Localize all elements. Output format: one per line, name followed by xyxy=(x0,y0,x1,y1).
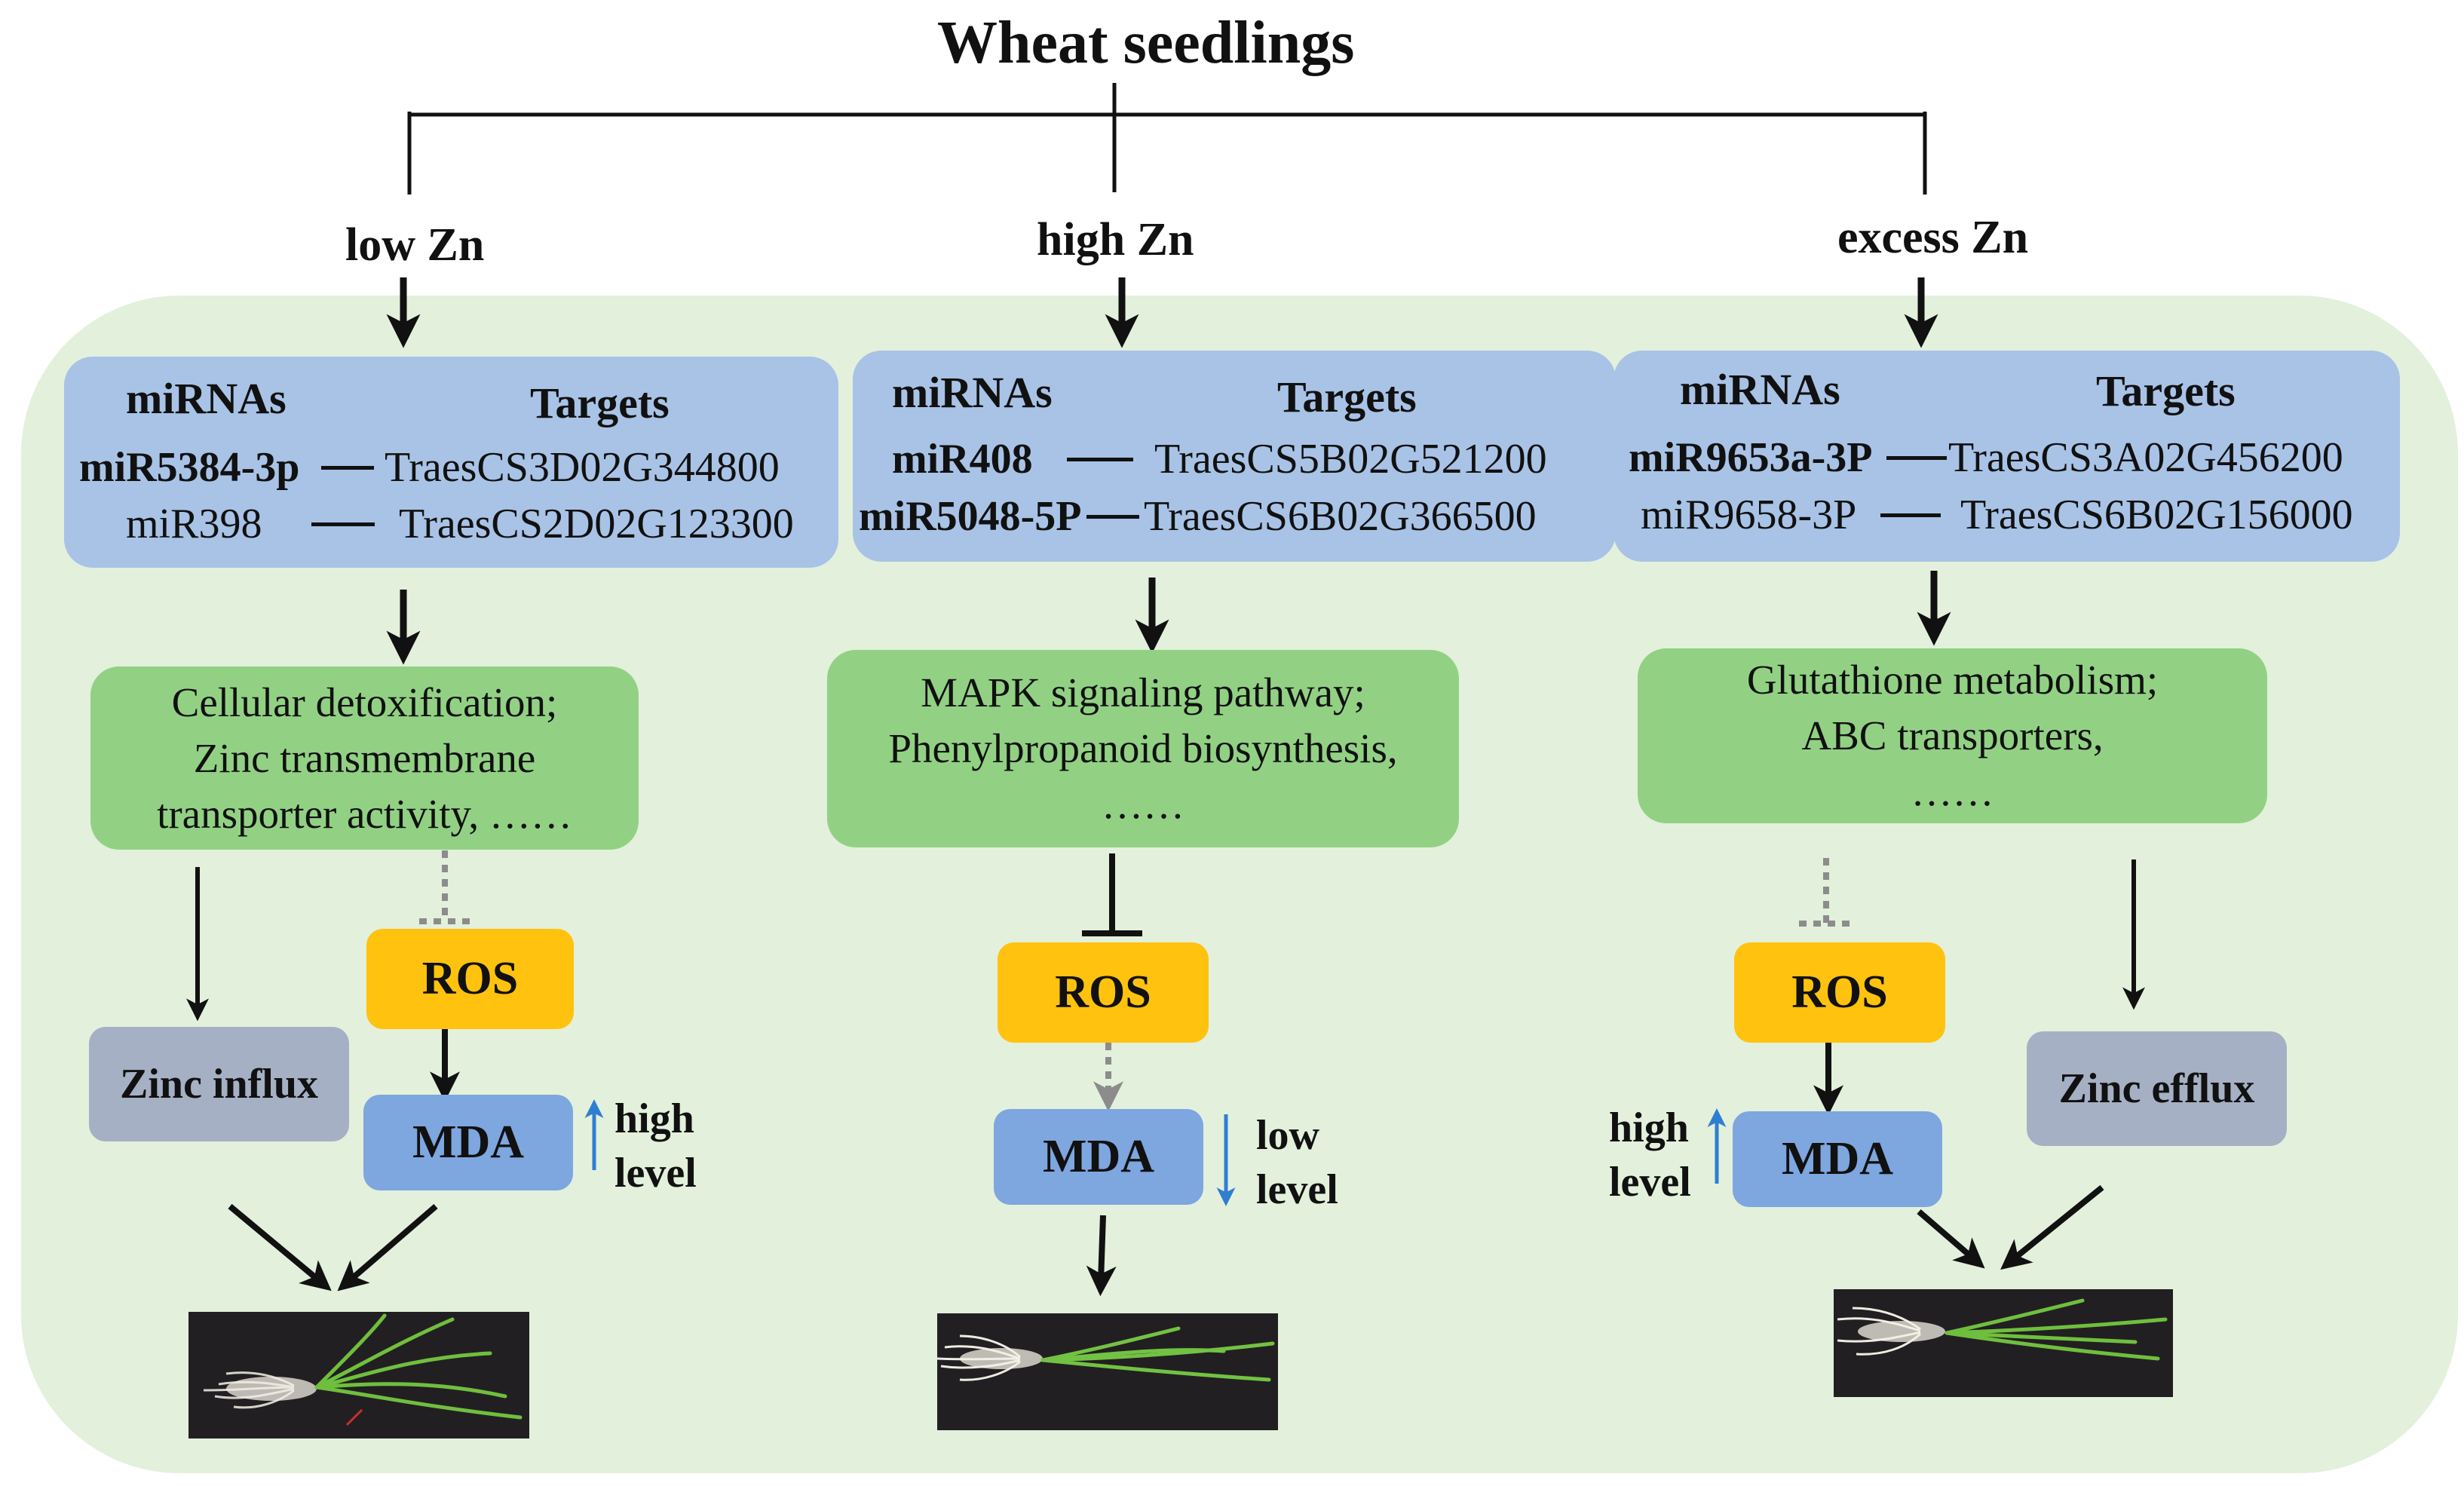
dotted-connector-excess xyxy=(1799,858,1853,927)
level-word: low xyxy=(1256,1112,1319,1159)
top-bracket xyxy=(407,83,1927,195)
mirna-name: miR5384-3p xyxy=(79,444,300,491)
arrow-zinc-influx-to-photo xyxy=(228,1203,332,1291)
level-word: high xyxy=(614,1095,694,1142)
arrow-mda-to-photo-low xyxy=(337,1203,438,1291)
pathway-line: Phenylpropanoid biosynthesis, xyxy=(888,725,1398,771)
condition-high-zn: high Zn xyxy=(1037,214,1194,265)
seedling-photo-low-zn xyxy=(188,1312,529,1439)
mirna-pair-row: miR398 TraesCS2D02G123300 xyxy=(126,500,794,548)
mirna-pair-row: miR5048-5P TraesCS6B02G366500 xyxy=(859,492,1537,541)
targets-header: Targets xyxy=(2096,366,2236,415)
pathway-line: Zinc transmembrane xyxy=(193,734,536,781)
pathway-line: …… xyxy=(1102,781,1184,827)
level-suffix: level xyxy=(614,1150,697,1196)
pair-connector xyxy=(1086,514,1139,519)
mirna-name: miR408 xyxy=(892,436,1033,483)
target-gene: TraesCS3D02G344800 xyxy=(385,444,780,491)
pair-connector xyxy=(1880,513,1941,517)
seedling-illustration xyxy=(203,1313,523,1426)
pathway-line: Cellular detoxification; xyxy=(171,679,558,725)
ros-box-high-zn: ROS xyxy=(998,942,1209,1043)
arrow-mda-to-photo-excess xyxy=(1917,1209,1985,1269)
mirnas-header: miRNAs xyxy=(126,374,287,423)
targets-header: Targets xyxy=(1277,372,1417,421)
pathway-line: …… xyxy=(1911,768,1994,814)
zinc-efflux-box: Zinc efflux xyxy=(2027,1031,2287,1146)
mirna-box-high-zn: miRNAs Targets miR408 TraesCS5B02G521200… xyxy=(853,351,1616,562)
pathway-box-excess-zn: Glutathione metabolism; ABC transporters… xyxy=(1638,648,2267,823)
mirnas-header: miRNAs xyxy=(1680,365,1840,414)
mirna-name: miR5048-5P xyxy=(859,493,1082,540)
dotted-connector-low xyxy=(419,850,470,924)
pathway-box-high-zn: MAPK signaling pathway; Phenylpropanoid … xyxy=(827,650,1459,847)
mirnas-header: miRNAs xyxy=(892,368,1053,417)
pathway-line: ABC transporters, xyxy=(1801,712,2104,758)
mda-box-high-zn: MDA xyxy=(994,1109,1203,1205)
condition-low-zn: low Zn xyxy=(345,219,485,271)
mirna-name: miR9653a-3P xyxy=(1629,434,1873,481)
pair-connector xyxy=(1886,455,1947,460)
level-word: high xyxy=(1609,1105,1689,1151)
target-gene: TraesCS6B02G156000 xyxy=(1960,492,2353,538)
mirna-pair-row: miR9653a-3P TraesCS3A02G456200 xyxy=(1629,434,2343,482)
arrow-mda-to-photo-high xyxy=(1086,1215,1117,1297)
condition-excess-zn: excess Zn xyxy=(1837,212,2029,263)
level-suffix: level xyxy=(1256,1166,1338,1213)
inhibition-connector-high xyxy=(1082,853,1142,936)
mirna-pair-row: miR9658-3P TraesCS6B02G156000 xyxy=(1641,491,2353,539)
pathway-box-low-zn: Cellular detoxification; Zinc transmembr… xyxy=(90,666,639,850)
mda-box-excess-zn: MDA xyxy=(1733,1111,1942,1207)
seedling-photo-excess-zn xyxy=(1834,1289,2173,1397)
pair-connector xyxy=(1067,457,1133,461)
level-label-low-zn: high level xyxy=(614,1092,697,1200)
arrow-zinc-efflux-to-photo xyxy=(2000,1184,2104,1270)
mda-box-low-zn: MDA xyxy=(363,1095,573,1190)
seedling-illustration xyxy=(1837,1298,2168,1361)
mirna-pair-row: miR408 TraesCS5B02G521200 xyxy=(892,435,1547,483)
mirna-pair-row: miR5384-3p TraesCS3D02G344800 xyxy=(79,443,780,492)
mirna-name: miR398 xyxy=(126,501,262,547)
level-label-excess-zn: high level xyxy=(1609,1101,1691,1209)
mirna-box-excess-zn: miRNAs Targets miR9653a-3P TraesCS3A02G4… xyxy=(1614,351,2400,562)
target-gene: TraesCS5B02G521200 xyxy=(1154,436,1547,483)
seedling-photo-high-zn xyxy=(937,1313,1278,1430)
pathway-line: transporter activity, …… xyxy=(157,790,572,837)
mirna-name: miR9658-3P xyxy=(1641,492,1857,538)
pathway-line: MAPK signaling pathway; xyxy=(921,669,1365,715)
mirna-box-low-zn: miRNAs Targets miR5384-3p TraesCS3D02G34… xyxy=(64,357,838,568)
pathway-line: Glutathione metabolism; xyxy=(1746,657,2159,703)
target-gene: TraesCS3A02G456200 xyxy=(1948,434,2343,481)
ros-box-excess-zn: ROS xyxy=(1734,942,1945,1043)
target-gene: TraesCS2D02G123300 xyxy=(399,501,794,547)
ros-box-low-zn: ROS xyxy=(366,929,574,1029)
level-label-high-zn: low level xyxy=(1256,1108,1338,1217)
level-suffix: level xyxy=(1609,1159,1691,1206)
target-gene: TraesCS6B02G366500 xyxy=(1144,493,1537,540)
zinc-influx-box: Zinc influx xyxy=(89,1027,349,1141)
pair-connector xyxy=(311,522,375,526)
diagram-title: Wheat seedlings xyxy=(937,10,1355,76)
seedling-illustration xyxy=(937,1326,1275,1382)
pair-connector xyxy=(321,465,374,470)
targets-header: Targets xyxy=(530,378,670,427)
